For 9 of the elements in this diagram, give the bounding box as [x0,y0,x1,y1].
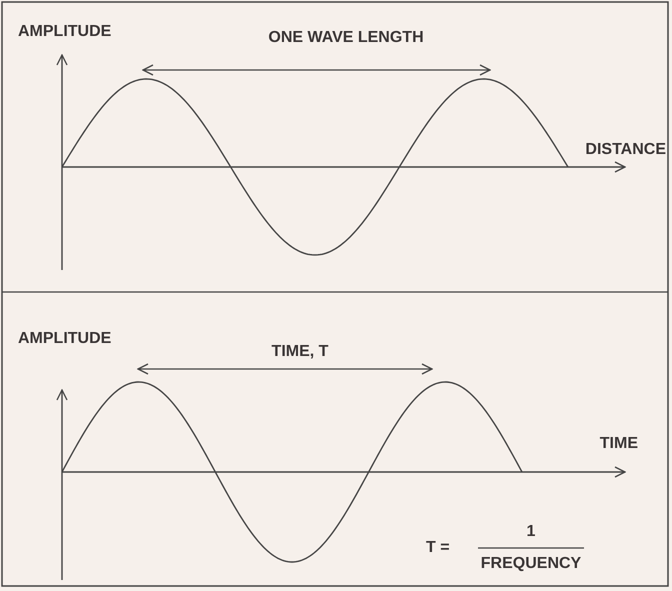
dimension-label: ONE WAVE LENGTH [268,30,424,46]
axis-label: AMPLITUDE [18,24,112,40]
axis-label: TIME [600,436,638,452]
formula-text: FREQUENCY [480,556,582,572]
axis-label: DISTANCE [585,142,666,158]
dimension-label: TIME, T [272,344,328,360]
formula-text: 1 [526,524,536,540]
axis-label: AMPLITUDE [18,331,112,347]
formula-text: T = [426,540,450,556]
